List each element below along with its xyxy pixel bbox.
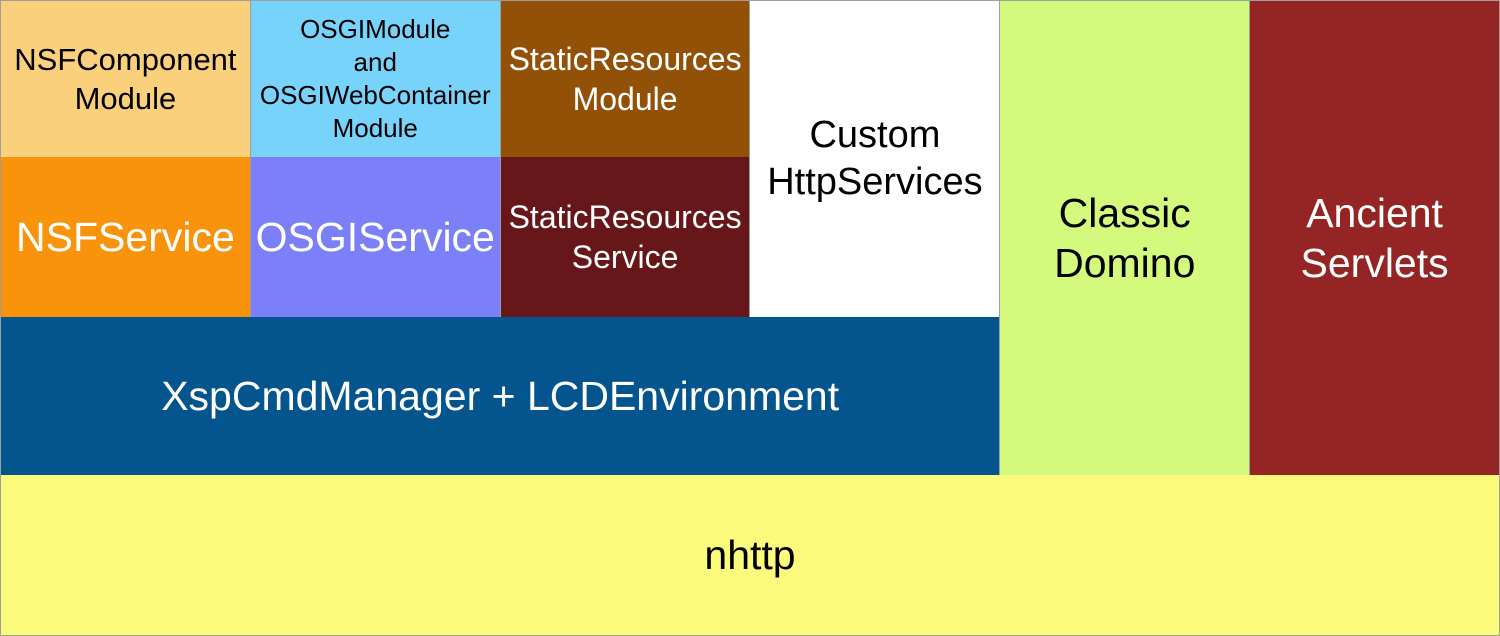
static-resources-service-label: StaticResources Service: [508, 199, 742, 275]
block-osgi-module: OSGIModule and OSGIWebContainer Module: [250, 1, 500, 157]
xsp-cmd-manager-label: XspCmdManager + LCDEnvironment: [161, 373, 840, 419]
nsf-service-label: NSFService: [16, 214, 235, 260]
block-static-resources-service: StaticResources Service: [500, 157, 750, 317]
block-nhttp: nhttp: [1, 475, 1499, 635]
block-osgi-service: OSGIService: [250, 157, 500, 317]
nsf-component-module-label: NSFComponent Module: [14, 42, 237, 116]
osgi-module-label: OSGIModule and OSGIWebContainer Module: [259, 14, 491, 143]
ancient-servlets-label: Ancient Servlets: [1300, 190, 1449, 286]
osgi-service-label: OSGIService: [255, 214, 495, 260]
block-ancient-servlets: Ancient Servlets: [1250, 1, 1499, 475]
custom-http-services-label: Custom HttpServices: [767, 114, 983, 203]
classic-domino-label: Classic Domino: [1054, 190, 1196, 286]
static-resources-module-label: StaticResources Module: [508, 41, 742, 117]
block-nsf-service: NSFService: [1, 157, 250, 317]
block-custom-http-services: Custom HttpServices: [750, 1, 1000, 317]
block-nsf-component-module: NSFComponent Module: [1, 1, 250, 157]
block-xsp-cmd-manager: XspCmdManager + LCDEnvironment: [1, 317, 1000, 475]
block-static-resources-module: StaticResources Module: [500, 1, 750, 157]
nhttp-label: nhttp: [704, 532, 796, 578]
block-classic-domino: Classic Domino: [1000, 1, 1250, 475]
